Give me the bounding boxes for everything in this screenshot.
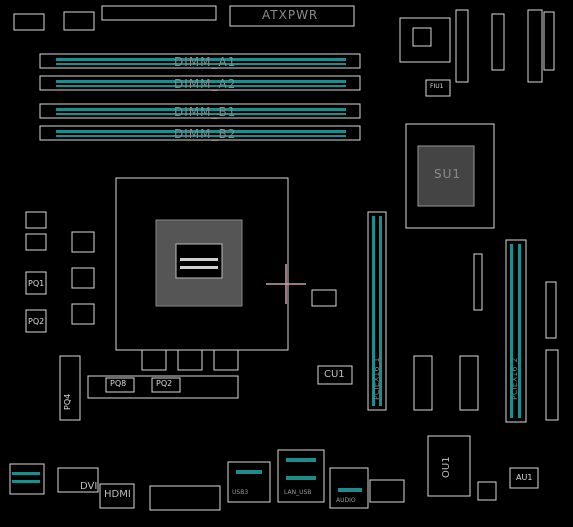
dvi-label: DVI: [80, 481, 98, 492]
dimm-b1-label: DIMM_B1: [174, 105, 237, 119]
chipset-die: [417, 145, 475, 207]
bottom-io-block[interactable]: [149, 485, 221, 511]
pq4-label: PQ4: [63, 393, 72, 410]
top-right-strip-2[interactable]: [491, 13, 505, 71]
left-connector-vertical[interactable]: [59, 355, 81, 421]
lan-usb-connector[interactable]: [277, 449, 325, 503]
top-header[interactable]: [101, 5, 217, 21]
dimm-a1-label: DIMM_A1: [174, 55, 237, 69]
fiu1-label: FIU1: [430, 83, 444, 90]
vrm-inductor-2[interactable]: [25, 233, 47, 251]
pq2b-label: PQ2: [156, 379, 173, 388]
pcie3-label: PCIEX16_2: [510, 357, 519, 400]
top-right-chip[interactable]: [412, 27, 432, 47]
vrm-inductor-1[interactable]: [25, 211, 47, 229]
dimm-slot-b2[interactable]: [39, 125, 361, 141]
pcie-slot-1[interactable]: [367, 211, 387, 411]
cpu-bottom-part-2[interactable]: [177, 349, 203, 371]
right-edge-connector[interactable]: [545, 281, 557, 339]
ou1-label: OU1: [441, 456, 452, 478]
lower-power-block[interactable]: [87, 375, 239, 399]
dimm-slot-b1[interactable]: [39, 103, 361, 119]
top-connector-2[interactable]: [63, 11, 95, 31]
hdmi-connector[interactable]: [99, 483, 135, 509]
audio-connector[interactable]: [329, 467, 369, 509]
top-right-strip-3[interactable]: [527, 9, 543, 83]
vrm-choke-1[interactable]: [71, 231, 95, 253]
au1-chip[interactable]: [509, 467, 539, 489]
au1-label: AU1: [516, 473, 533, 482]
pq2-mosfet[interactable]: [25, 309, 47, 333]
dimm-pad-rows: [56, 58, 346, 137]
mid-component[interactable]: [311, 289, 337, 307]
top-right-strip-4[interactable]: [543, 11, 555, 71]
right-strip-part[interactable]: [473, 253, 483, 311]
pq2-label: PQ2: [28, 317, 45, 326]
vrm-choke-3[interactable]: [71, 303, 95, 325]
dimm-b2-label: DIMM_B2: [174, 127, 237, 141]
right-edge-connector-2[interactable]: [545, 349, 559, 421]
usb3-connector[interactable]: [227, 461, 271, 503]
cu1-part[interactable]: [317, 365, 353, 385]
su1-label: SU1: [434, 167, 462, 181]
pq2-part[interactable]: [151, 377, 181, 393]
dimm-a2-label: DIMM_A2: [174, 77, 237, 91]
bottom-mid-part[interactable]: [369, 479, 405, 503]
dimm-slot-a1[interactable]: [39, 53, 361, 69]
pcie1-label: PCIEX16_1: [372, 357, 381, 400]
bottom-pad-clusters: [12, 458, 362, 492]
dimm-slot-a2[interactable]: [39, 75, 361, 91]
atxpwr-connector[interactable]: [229, 5, 355, 27]
pq1-mosfet[interactable]: [25, 271, 47, 295]
mid-right-ic-1[interactable]: [413, 355, 433, 411]
lan-label: LAN_USB: [284, 489, 312, 496]
dvi-connector[interactable]: [57, 467, 99, 493]
ou1-chip[interactable]: [427, 435, 471, 497]
cpu-center-pads: [180, 258, 218, 261]
chipset-outline[interactable]: [405, 123, 495, 229]
usb-label: USB3: [232, 489, 249, 496]
top-right-block[interactable]: [399, 17, 451, 63]
atxpwr-label: ATXPWR: [262, 8, 319, 22]
bottom-right-part[interactable]: [477, 481, 497, 501]
hdmi-label: HDMI: [104, 489, 131, 500]
pq1-label: PQ1: [28, 279, 45, 288]
pq8-part[interactable]: [105, 377, 135, 393]
pcie-slot-2[interactable]: [505, 239, 527, 423]
audio-label: AUDIO: [336, 497, 356, 504]
mid-right-ic-2[interactable]: [459, 355, 479, 411]
top-left-connector[interactable]: [13, 13, 45, 31]
bottom-left-io[interactable]: [9, 463, 45, 495]
fiu1-part[interactable]: [425, 79, 451, 97]
vrm-choke-2[interactable]: [71, 267, 95, 289]
cpu-bottom-part-3[interactable]: [213, 349, 239, 371]
cpu-bottom-part-1[interactable]: [141, 349, 167, 371]
cu1-label: CU1: [324, 369, 345, 380]
top-right-strip-1[interactable]: [455, 9, 469, 83]
pq8-label: PQ8: [110, 379, 127, 388]
